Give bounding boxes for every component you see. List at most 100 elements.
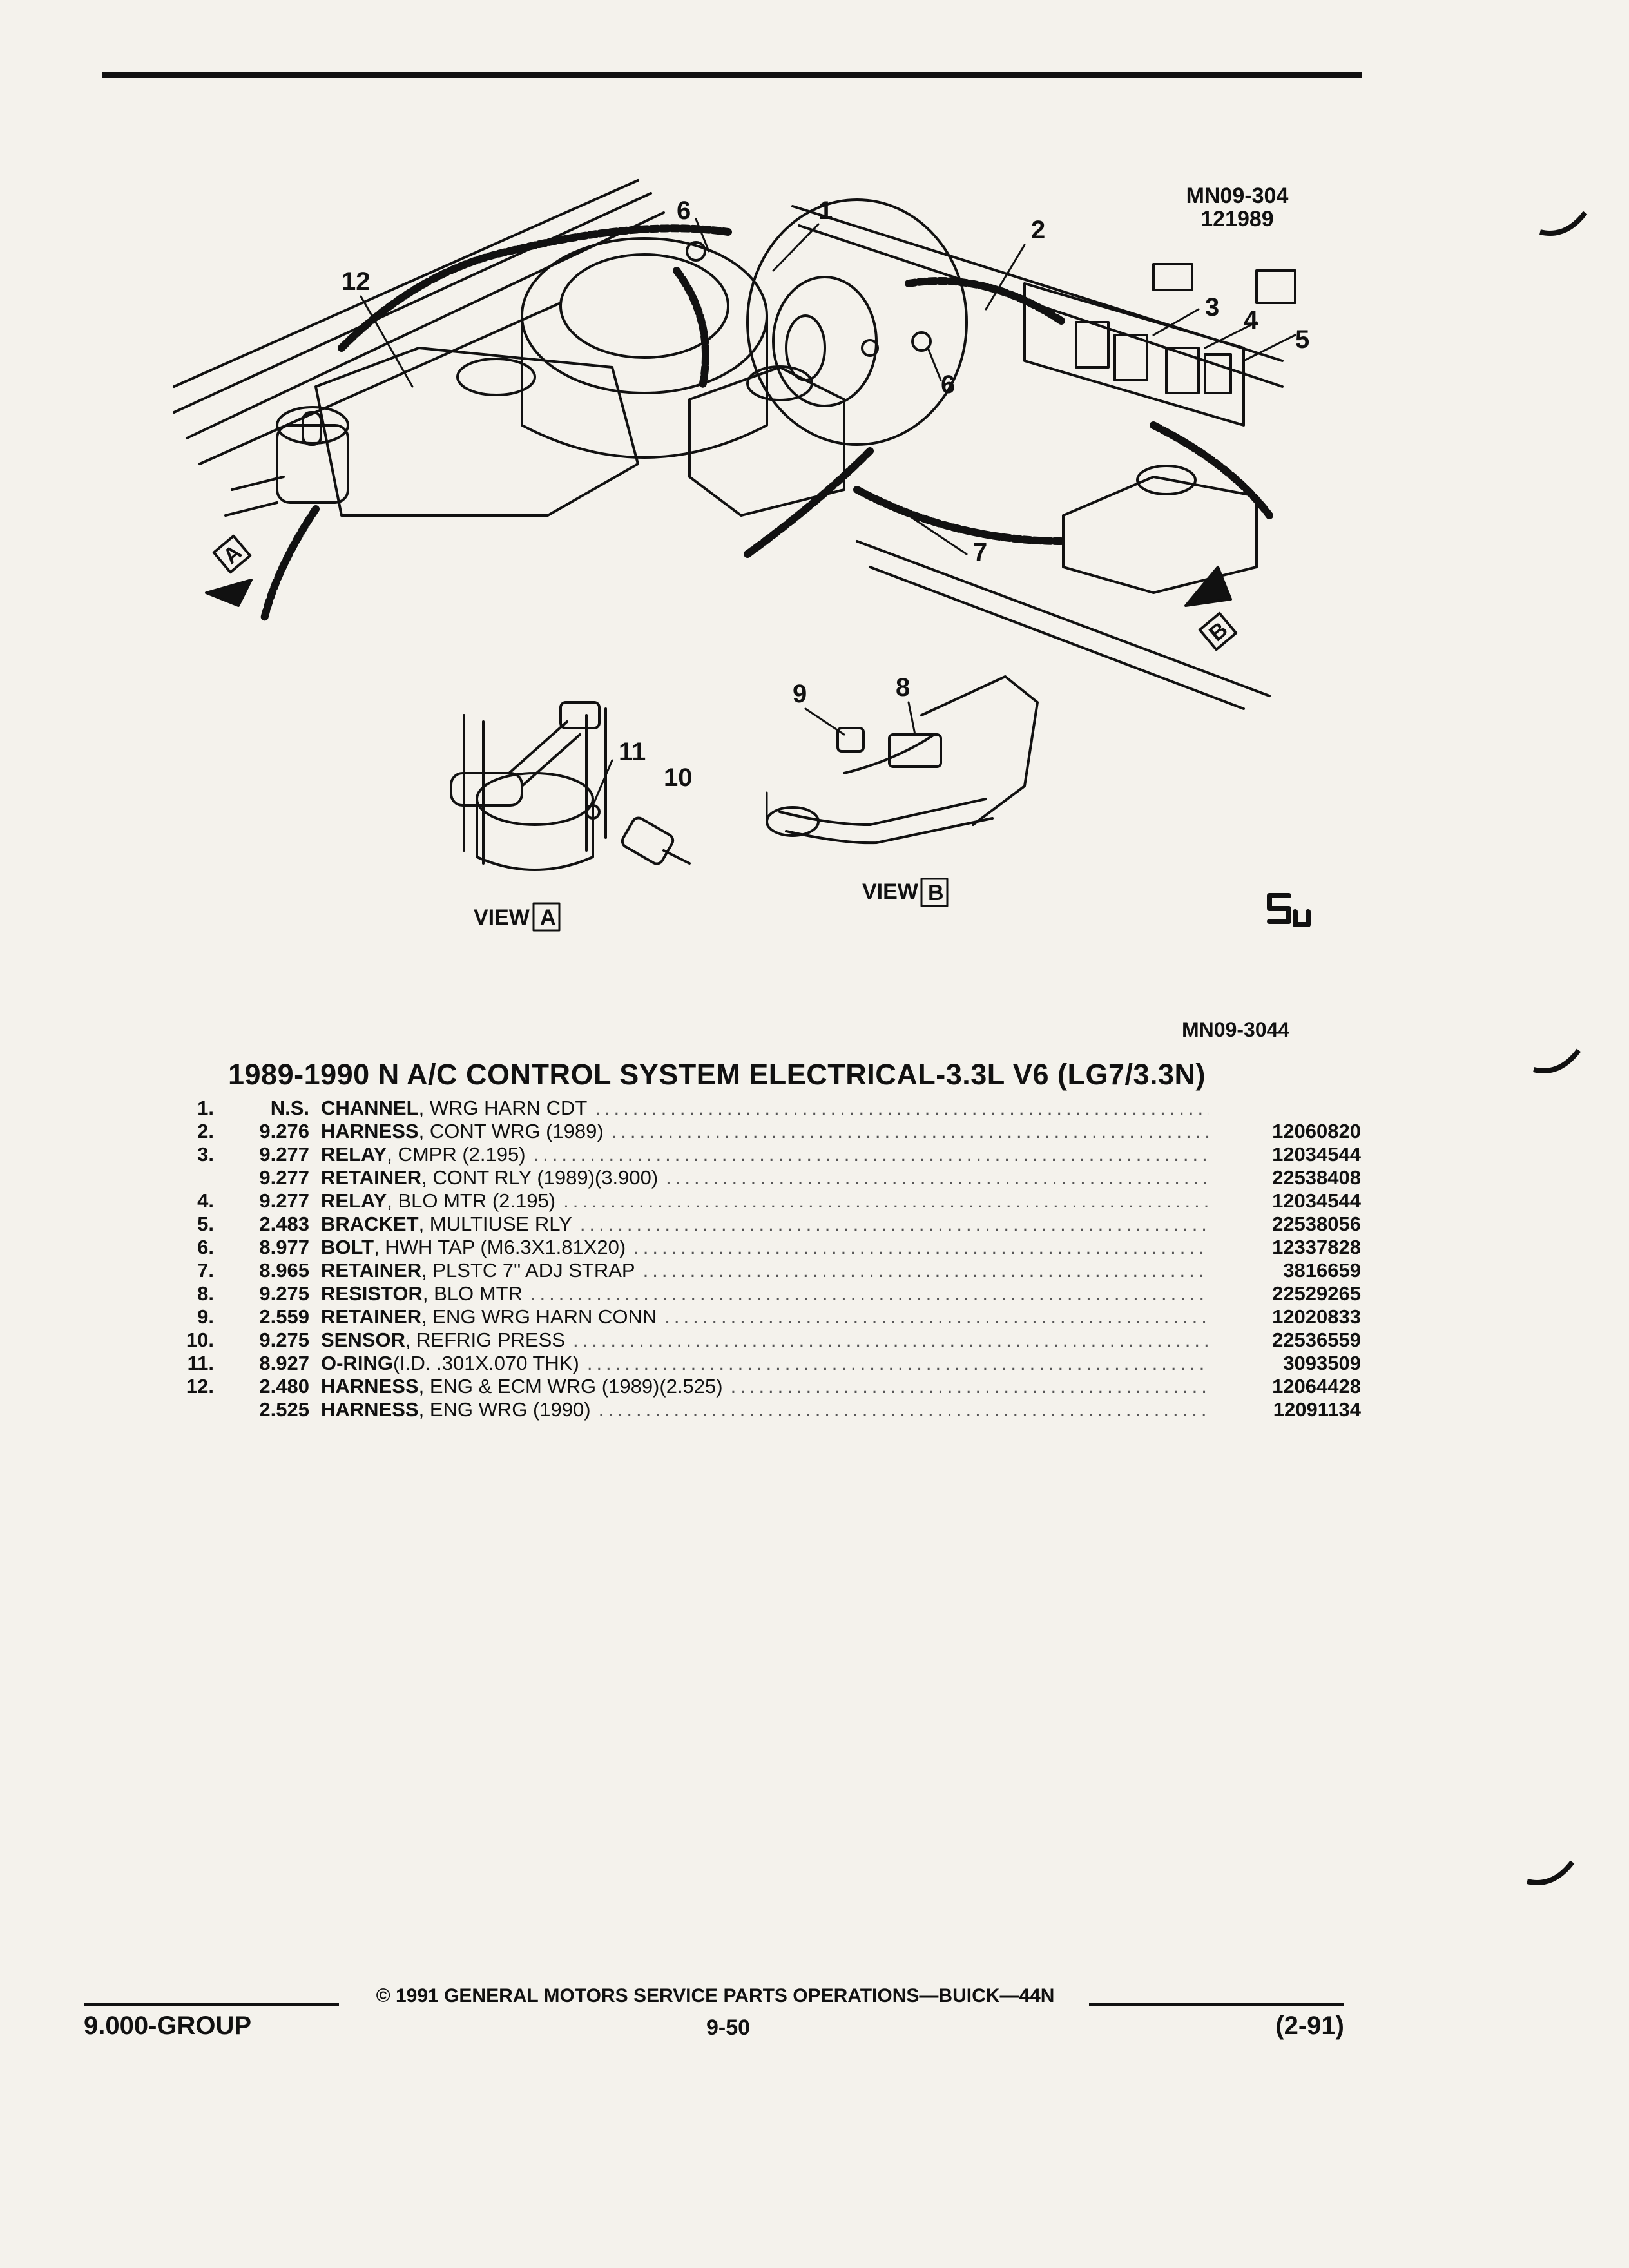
callout-7: 7 [973,538,987,566]
part-number: 3093509 [1283,1352,1361,1374]
view-a-detail [450,701,691,871]
air-cleaner [521,237,768,459]
part-description: RESISTOR, BLO MTR [309,1282,1217,1305]
callout-6a: 6 [677,197,691,225]
callout-4: 4 [1244,306,1258,334]
part-name: O-RING [321,1352,393,1374]
fender-lines [173,179,1284,710]
part-description: RETAINER, CONT RLY (1989)(3.900) [309,1166,1217,1189]
relay-bracket [1023,263,1296,427]
part-detail: , BLO MTR [422,1282,523,1305]
footer-rule-right [1089,2003,1344,2006]
footer-copyright: © 1991 GENERAL MOTORS SERVICE PARTS OPER… [376,1985,1055,2006]
part-number: 22538056 [1272,1213,1361,1235]
callout-6b: 6 [941,370,955,399]
compressor [224,406,349,517]
part-name: RETAINER [321,1305,422,1328]
part-description: HARNESS, ENG & ECM WRG (1989)(2.525) [309,1375,1217,1398]
part-name: RETAINER [321,1166,422,1189]
part-name: BOLT [321,1236,374,1258]
part-number: 22529265 [1272,1282,1361,1305]
view-b-letter: B [928,881,944,905]
part-description: BOLT, HWH TAP (M6.3X1.81X20) [309,1236,1217,1259]
part-number: 12034544 [1272,1189,1361,1212]
leader-dots [633,1236,1209,1259]
part-name: HARNESS [321,1375,419,1398]
part-description: HARNESS, CONT WRG (1989) [309,1120,1217,1143]
top-rule [102,72,1362,78]
part-description: RETAINER, ENG WRG HARN CONN [309,1305,1217,1329]
part-name: RELAY [321,1189,387,1212]
footer-copyright-line: © 1991 GENERAL MOTORS SERVICE PARTS OPER… [84,1984,1344,2007]
part-group-number: N.S. [270,1097,309,1119]
brake-booster [746,198,968,446]
part-description: RELAY, CMPR (2.195) [309,1143,1217,1166]
part-detail: , CONT WRG (1989) [418,1120,604,1142]
diagram-ref-code: MN09-304 [1186,184,1289,208]
leader-dots [534,1143,1209,1166]
callout-1: 1 [818,197,833,225]
leader-dots [563,1189,1209,1213]
part-name: CHANNEL [321,1097,419,1119]
diagram-ref-date: 121989 [1200,207,1274,231]
part-callout: 3. [197,1143,214,1166]
part-group-number: 8.977 [259,1236,309,1258]
part-detail: , BLO MTR (2.195) [387,1189,556,1212]
part-callout: 9. [197,1305,214,1328]
part-number: 22536559 [1272,1329,1361,1351]
part-callout: 11. [187,1352,214,1374]
part-group-number: 8.927 [259,1352,309,1374]
part-group-number: 9.275 [259,1329,309,1351]
part-description: CHANNEL, WRG HARN CDT [309,1097,1217,1120]
view-b-label: VIEW [862,879,919,904]
part-name: RETAINER [321,1259,422,1282]
leader-dots [599,1398,1209,1421]
callout-9: 9 [793,680,807,708]
part-detail: , PLSTC 7" ADJ STRAP [421,1259,635,1282]
part-detail: , WRG HARN CDT [418,1097,588,1119]
callout-10: 10 [664,764,693,792]
parts-row: 1.N.S.CHANNEL, WRG HARN CDT [129,1097,1361,1120]
part-number: 22538408 [1272,1166,1361,1189]
part-callout: 10. [186,1329,214,1351]
part-callout: 1. [197,1097,214,1119]
leader-dots [664,1305,1209,1329]
diagram-ref-top: MN09-304 121989 [1166,184,1308,231]
punch-mark-icon [1527,1860,1575,1885]
part-description: RETAINER, PLSTC 7" ADJ STRAP [309,1259,1217,1282]
callout-8: 8 [896,673,910,702]
part-callout: 12. [186,1375,214,1398]
footer-date: (2-91) [1275,2012,1344,2040]
leader-dots [530,1282,1209,1305]
part-number: 3816659 [1283,1259,1361,1282]
part-name: SENSOR [321,1329,405,1351]
section-title: 1989-1990 N A/C CONTROL SYSTEM ELECTRICA… [228,1058,1206,1091]
part-group-number: 9.275 [259,1282,309,1305]
part-number: 12064428 [1272,1375,1361,1398]
view-a-letter: A [540,905,556,930]
leader-dots [580,1213,1209,1236]
part-detail: , CONT RLY (1989)(3.900) [421,1166,659,1189]
footer-rule-left [84,2003,339,2006]
callout-12: 12 [342,267,371,296]
part-detail: , HWH TAP (M6.3X1.81X20) [374,1236,626,1258]
part-number: 12337828 [1272,1236,1361,1258]
part-name: HARNESS [321,1398,419,1421]
part-detail: (I.D. .301X.070 THK) [392,1352,579,1374]
leader-dots [643,1259,1209,1282]
view-a-label: VIEW [474,905,530,930]
punch-mark-icon [1539,211,1588,236]
callout-11: 11 [619,738,646,766]
part-description: RELAY, BLO MTR (2.195) [309,1189,1217,1213]
leader-dots [587,1352,1209,1375]
part-name: BRACKET [321,1213,419,1235]
